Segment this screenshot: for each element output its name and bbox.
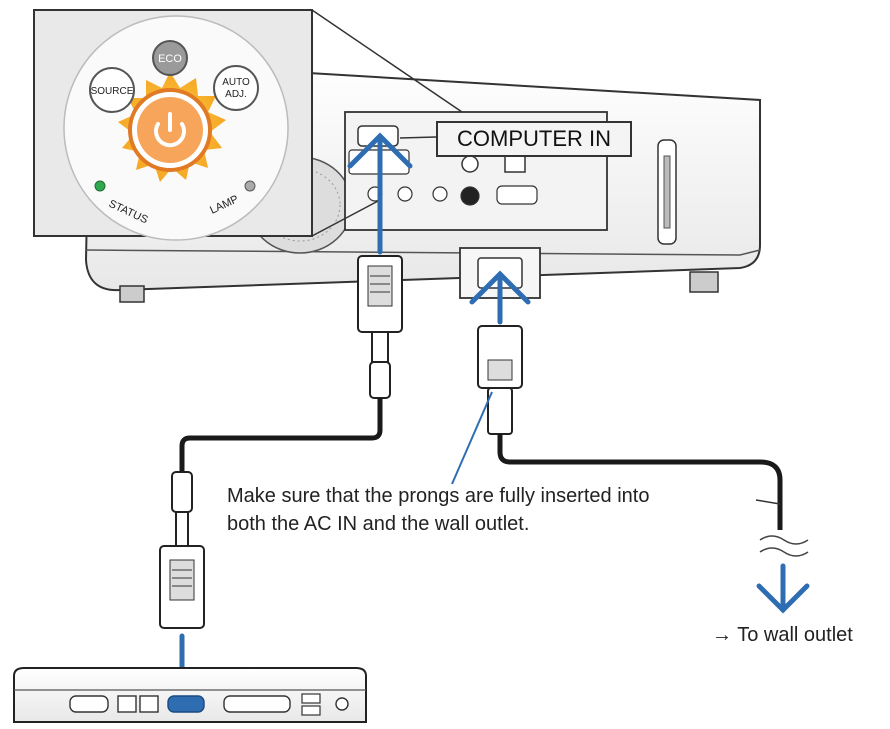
instruction-note-line: both the AC IN and the wall outlet.	[227, 513, 530, 535]
instruction-note: Make sure that the prongs are fully inse…	[227, 482, 787, 538]
eco-label: ECO	[158, 53, 182, 65]
port-leader-line	[399, 136, 437, 139]
projector-foot	[689, 271, 719, 293]
laptop-port[interactable]	[223, 695, 291, 713]
power-cable	[477, 325, 783, 530]
laptop-port[interactable]	[117, 695, 137, 713]
wall-outlet-label: → To wall outlet	[712, 624, 853, 646]
ferrite-core	[369, 361, 391, 399]
terminal-jack[interactable]	[461, 155, 479, 173]
auto-adj-button[interactable]	[213, 65, 259, 111]
pc-control-port[interactable]	[496, 185, 538, 205]
auto-adj-label-line2: ADJ.	[225, 89, 247, 100]
arrow-up-icon	[469, 270, 531, 325]
arrow-up-icon	[347, 132, 413, 255]
laptop-port[interactable]	[69, 695, 109, 713]
lamp-indicator	[244, 180, 256, 192]
s-video-jack[interactable]	[460, 186, 480, 206]
projector-foot	[119, 285, 145, 303]
wavy-break-icon	[759, 535, 809, 557]
laptop	[13, 667, 367, 723]
control-panel-inset: SOURCE ECO AUTO ADJ. STATUS LAMP	[33, 9, 463, 241]
instruction-note-line: Make sure that the prongs are fully inse…	[227, 485, 650, 507]
usb-port[interactable]	[301, 693, 321, 704]
eco-button[interactable]	[152, 40, 188, 76]
computer-in-label: COMPUTER IN	[436, 121, 632, 157]
source-label: SOURCE	[91, 86, 134, 97]
terminal-jack[interactable]	[432, 186, 448, 202]
source-button[interactable]	[89, 67, 135, 113]
status-indicator	[94, 180, 106, 192]
power-icon	[154, 112, 186, 148]
arrow-down-icon	[756, 563, 810, 614]
ferrite-core	[171, 471, 193, 513]
vga-cable	[159, 255, 403, 629]
terminal-jack[interactable]	[397, 186, 413, 202]
laptop-port[interactable]	[139, 695, 159, 713]
laptop-vga-port[interactable]	[167, 695, 205, 713]
note-pointer-line	[451, 391, 493, 485]
auto-adj-label-line1: AUTO	[222, 77, 250, 88]
usb-port[interactable]	[301, 705, 321, 716]
laptop-jack[interactable]	[335, 697, 349, 711]
